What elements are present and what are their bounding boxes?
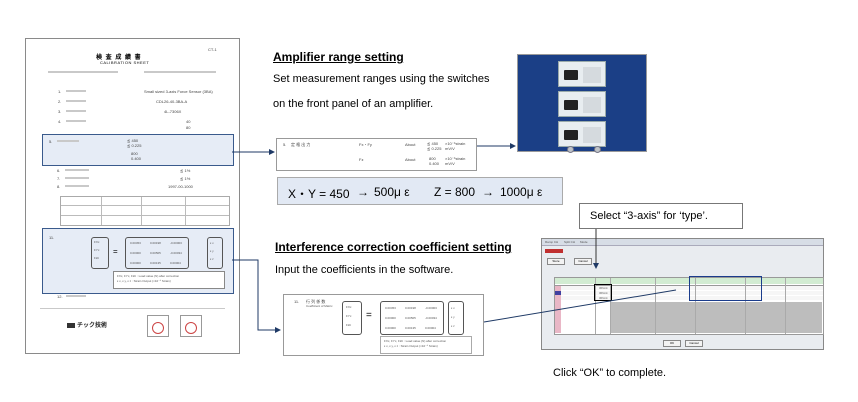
- type-cell[interactable]: 3Point: [599, 291, 608, 295]
- rated-output-x2: ≦ 0.225: [127, 143, 142, 148]
- callout-text: Select “3-axis” for ‘type’.: [590, 210, 708, 222]
- store-button[interactable]: Store: [547, 258, 565, 265]
- coefficient-matrix-snippet: 11. 行 列 係 数 Coefficient of Matrix FXc FY…: [283, 294, 484, 356]
- type-cell[interactable]: 3Point: [599, 296, 608, 300]
- tab-ramp-ch[interactable]: Ramp CH: [545, 240, 559, 244]
- amplifier-unit: [558, 91, 606, 117]
- matrix-equals: =: [366, 310, 372, 321]
- matrix-legend: FXc, FYc, FZc : Load value (N) after cor…: [380, 336, 472, 354]
- matrix-row-label: FXc: [94, 240, 100, 244]
- rated-output-label: 定 格 出 力: [291, 142, 311, 147]
- arrow-icon: →: [357, 185, 369, 199]
- amp-desc-line2: on the front panel of an amplifier.: [273, 98, 434, 110]
- sheet-header-line: [48, 71, 118, 73]
- arrow-icon: →: [482, 185, 494, 199]
- tab-split-ch[interactable]: Split CH: [564, 240, 576, 244]
- approver-stamp-box: [180, 315, 202, 337]
- xy-range-value: 500μ ε: [374, 185, 410, 199]
- stamp-icon: [185, 322, 197, 334]
- stamp-icon: [152, 322, 164, 334]
- z-range-value: 1000μ ε: [500, 185, 543, 199]
- capacity-x: 40: [186, 119, 191, 124]
- sheet-table: [60, 196, 230, 226]
- complete-instruction: Click “OK” to complete.: [553, 367, 667, 379]
- rated-output-z: 800: [131, 151, 138, 156]
- sheet-title-en: CALIBRATION SHEET: [100, 60, 150, 65]
- sheet-title-jp: 検 査 成 績 書: [96, 55, 142, 61]
- type-column-highlight: [594, 284, 612, 301]
- range-conversion-box: X・Y = 450 → 500μ ε Z = 800 → 1000μ ε: [277, 177, 563, 205]
- tab-mode[interactable]: Mode: [580, 240, 588, 244]
- xy-range-label: X・Y = 450: [288, 187, 350, 201]
- coefficient-input-highlight: [689, 276, 762, 301]
- cancel-button[interactable]: Cancel: [685, 340, 703, 347]
- rated-output-highlight: 5. ≦ 450 ≦ 0.225 800 0.400: [42, 134, 234, 166]
- matrix-row-label: FYc: [94, 248, 100, 252]
- interference-desc: Input the coefficients in the software.: [275, 264, 454, 276]
- matrix-equals: =: [113, 247, 118, 256]
- sheet-date: 1997-00-1000: [168, 184, 193, 189]
- callout-box: Select “3-axis” for ‘type’.: [579, 203, 743, 229]
- menu-bar: Ramp CH Split CH Mode: [542, 239, 823, 246]
- sheet-code: CT-1: [208, 47, 217, 52]
- interference-z: ≦ 1%: [180, 176, 191, 181]
- sheet-header-line: [144, 71, 216, 73]
- interference-heading: Interference correction coefficient sett…: [275, 240, 512, 254]
- sensor-model: CDL26-40-3BA-A: [156, 99, 188, 104]
- rated-output-z2: 0.400: [131, 156, 142, 161]
- sensor-type: Small sized 3-axis Force Sensor (3BA): [144, 89, 213, 94]
- arrow-to-matrix-snippet: [232, 259, 281, 333]
- amplifier-unit: [558, 61, 606, 87]
- matrix-sublabel: Coefficient of Matrix: [306, 304, 333, 308]
- inspector-stamp-box: [147, 315, 169, 337]
- interference-x: ≦ 1%: [180, 168, 191, 173]
- knob-icon: [594, 146, 601, 153]
- matrix-row-label: FZc: [94, 256, 100, 260]
- amp-heading: Amplifier range setting: [273, 50, 404, 64]
- company-logo: チック技術: [67, 320, 107, 329]
- sensor-serial: 4L-7306X: [164, 109, 182, 114]
- rated-output-snippet: 5. 定 格 出 力 Fx・Fy About ≦ 450 ≦ 0.225 ×10…: [276, 138, 477, 171]
- coefficient-matrix-highlight: 11. FXc FYc FZc = 0.00453 0.00198 -0.000…: [42, 228, 234, 294]
- matrix-label: 行 列 係 数: [306, 299, 326, 304]
- line-to-coefficient-input: [483, 289, 677, 323]
- amplifier-photo: [517, 54, 647, 153]
- amplifier-unit: [558, 121, 606, 147]
- rated-output-x: ≦ 450: [127, 138, 139, 143]
- cancel-top-button[interactable]: Cancel: [574, 258, 592, 265]
- z-range-label: Z = 800: [434, 185, 476, 199]
- window-badge: [545, 249, 563, 253]
- ok-button[interactable]: OK: [663, 340, 681, 347]
- capacity-z: 80: [186, 125, 191, 130]
- knob-icon: [567, 146, 574, 153]
- type-cell[interactable]: 3Point: [599, 286, 608, 290]
- matrix-legend: FXc, FYc, FZc : Load value (N) after cor…: [113, 271, 225, 289]
- amp-desc-line1: Set measurement ranges using the switche…: [273, 73, 490, 85]
